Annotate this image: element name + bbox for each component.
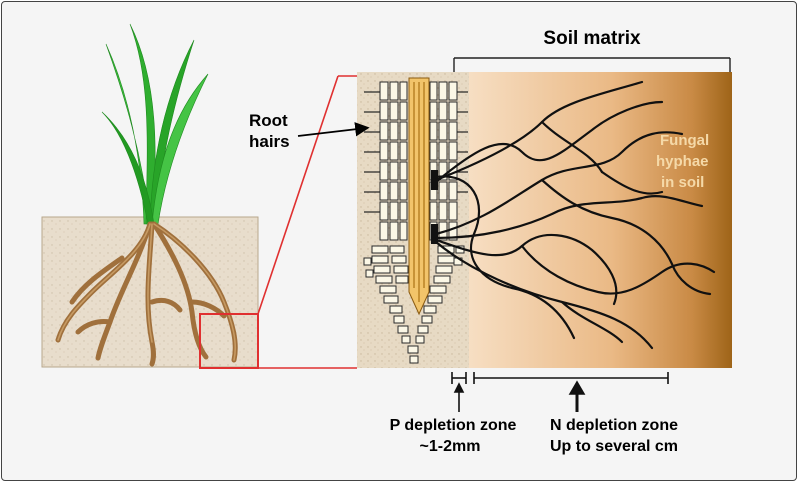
fungal-label-line1: Fungal xyxy=(660,132,709,149)
fungal-entry-points xyxy=(431,170,438,244)
n-depletion-label-line1: N depletion zone xyxy=(550,417,678,434)
n-depletion-scale xyxy=(473,372,669,412)
soil-matrix-bracket xyxy=(453,57,731,72)
fungal-hyphae xyxy=(434,80,716,350)
p-depletion-label-line2: ~1-2mm xyxy=(420,438,481,455)
p-depletion-label-line1: P depletion zone xyxy=(390,417,517,434)
fungal-label-line2: hyphae xyxy=(656,153,709,170)
plant-illustration xyxy=(41,23,259,369)
root-hairs-label-line1: Root xyxy=(249,111,288,130)
n-depletion-label-line2: Up to several cm xyxy=(550,438,678,455)
root-hairs xyxy=(364,91,468,213)
magnified-panel: Fungal hyphae in soil xyxy=(357,72,732,368)
soil-matrix-label: Soil matrix xyxy=(543,28,641,49)
fungal-label-line3: in soil xyxy=(661,174,704,191)
root-cells xyxy=(363,81,465,364)
root-hairs-arrow xyxy=(297,122,370,137)
root-vascular-core xyxy=(408,77,430,316)
soil-matrix-area xyxy=(466,72,732,368)
plant-roots-highlight xyxy=(57,223,237,361)
root-hairs-label-line2: hairs xyxy=(249,132,290,151)
plant-leaves xyxy=(101,23,209,225)
zoom-lines xyxy=(257,75,357,369)
p-depletion-scale xyxy=(451,372,467,412)
zoom-box xyxy=(199,313,259,369)
